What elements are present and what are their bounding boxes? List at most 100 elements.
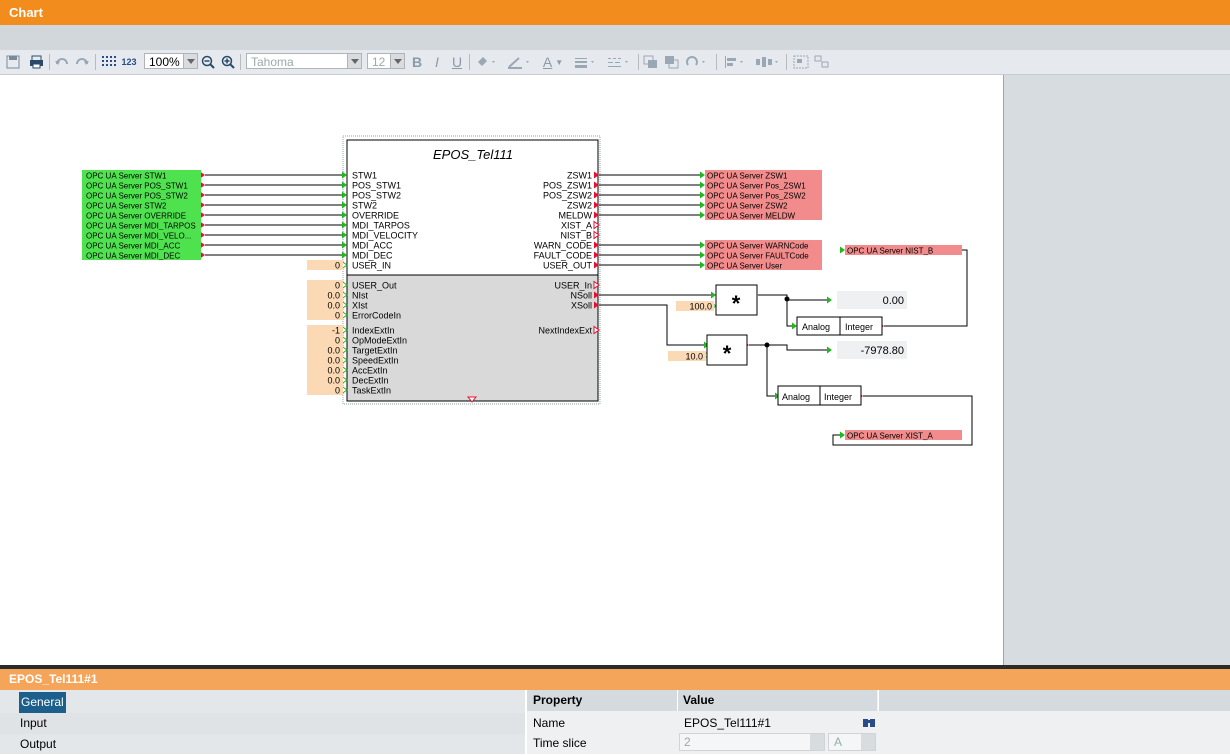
time-slice-unit-select[interactable]: A — [828, 733, 876, 751]
source-box[interactable] — [82, 170, 201, 180]
send-back-icon[interactable] — [663, 53, 681, 71]
bring-front-icon[interactable] — [642, 53, 660, 71]
nist-b-box[interactable] — [845, 245, 962, 255]
wire — [832, 395, 973, 446]
nav-item-input[interactable]: Input — [0, 713, 525, 734]
source-label: OPC UA Server POS_STW1 — [86, 182, 188, 191]
output-pin — [594, 291, 599, 299]
sink-box[interactable] — [705, 180, 822, 190]
ext-value-box[interactable] — [307, 345, 343, 355]
mult2-const-box[interactable] — [668, 351, 706, 361]
ungroup-icon[interactable] — [813, 53, 831, 71]
xist-a-box[interactable] — [845, 430, 962, 440]
source-box[interactable] — [82, 230, 201, 240]
font-color-label: A — [542, 54, 553, 70]
grid-icon[interactable] — [99, 53, 117, 71]
ext-value-box[interactable] — [307, 310, 343, 320]
zoom-out-icon[interactable] — [200, 53, 216, 71]
chevron-down-icon — [347, 54, 361, 68]
sink-box[interactable] — [705, 250, 822, 260]
source-box[interactable] — [82, 190, 201, 200]
ext-value-box[interactable] — [307, 335, 343, 345]
source-box[interactable] — [82, 240, 201, 250]
multiplier-symbol: * — [723, 341, 732, 366]
input-pin — [342, 221, 347, 229]
source-box[interactable] — [82, 180, 201, 190]
sink-box[interactable] — [705, 190, 822, 200]
block-ext-input-label: IndexExtIn — [352, 326, 395, 336]
property-name-value[interactable]: EPOS_Tel111#1 — [684, 716, 771, 730]
zoom-select[interactable]: 100% — [144, 53, 198, 69]
block-ext-input-label: NIst — [352, 291, 369, 301]
source-box[interactable] — [82, 200, 201, 210]
wire — [758, 294, 830, 301]
print-icon[interactable] — [28, 53, 46, 71]
source-box[interactable] — [82, 220, 201, 230]
zoom-in-icon[interactable] — [220, 53, 236, 71]
italic-button[interactable]: I — [435, 54, 439, 70]
nav-item-general[interactable]: General — [0, 692, 525, 713]
ext-input-value: 0.0 — [327, 346, 340, 356]
block-ext-output-label: NSoll — [570, 291, 592, 301]
multiplier-block[interactable] — [715, 284, 758, 316]
source-box[interactable] — [82, 210, 201, 220]
sink-box[interactable] — [705, 260, 822, 270]
sink-box[interactable] — [705, 200, 822, 210]
line-style-icon[interactable] — [605, 53, 633, 71]
splitter[interactable] — [0, 665, 1230, 669]
ext-value-box[interactable] — [307, 280, 343, 290]
mult1-const-box[interactable] — [676, 301, 714, 311]
font-family-select[interactable]: Tahoma — [246, 53, 362, 69]
nav-label: Output — [20, 737, 57, 751]
ext-value-box[interactable] — [307, 355, 343, 365]
line-color-icon[interactable] — [506, 53, 534, 71]
fill-color-icon[interactable] — [474, 53, 500, 71]
sink-label: OPC UA Server WARNCode — [707, 242, 809, 251]
line-width-icon[interactable] — [572, 53, 600, 71]
source-box[interactable] — [82, 250, 201, 260]
ext-value-box[interactable] — [307, 385, 343, 395]
multiplier-block[interactable] — [706, 334, 748, 366]
block-ext-output-label: USER_In — [554, 281, 592, 291]
ext-value-box[interactable] — [307, 290, 343, 300]
output-pin — [200, 221, 205, 229]
output-pin — [200, 231, 205, 239]
ext-value-box[interactable] — [307, 365, 343, 375]
block-input-label: OVERRIDE — [352, 211, 399, 221]
redo-icon[interactable] — [73, 53, 91, 71]
user-in-value-box[interactable] — [307, 260, 343, 270]
group-icon[interactable] — [792, 53, 810, 71]
output-pin — [593, 220, 600, 230]
font-color-icon[interactable]: A▼ — [542, 54, 564, 70]
epos-tel111-block[interactable]: EPOS_Tel111 — [342, 135, 601, 405]
underline-button[interactable]: U — [451, 54, 463, 70]
undo-icon[interactable] — [53, 53, 71, 71]
block-output-label: MELDW — [559, 211, 593, 221]
ext-input-value: 0 — [335, 311, 340, 321]
multiplier-symbol: * — [732, 291, 741, 316]
rotate-icon[interactable] — [684, 53, 712, 71]
find-icon[interactable] — [861, 714, 877, 732]
nav-item-output[interactable]: Output — [0, 734, 525, 755]
font-size-select[interactable]: 12 — [367, 53, 405, 69]
input-pin — [700, 241, 705, 249]
align-icon[interactable] — [722, 53, 750, 71]
ext-value-box[interactable] — [307, 375, 343, 385]
bold-button[interactable]: B — [411, 54, 423, 70]
time-slice-select[interactable]: 2 — [679, 733, 825, 751]
block-input-label: MDI_ACC — [352, 241, 393, 251]
sink-box[interactable] — [705, 170, 822, 180]
distribute-icon[interactable] — [754, 53, 782, 71]
ext-value-box[interactable] — [307, 325, 343, 335]
toolbar: 123 100% Tahoma 12 B I U A▼ — [0, 50, 1230, 75]
sink-box[interactable] — [705, 210, 822, 220]
numbering-button[interactable]: 123 — [121, 57, 137, 67]
sink-box[interactable] — [705, 240, 822, 250]
save-icon[interactable] — [5, 53, 21, 71]
input-pin — [342, 171, 347, 179]
chevron-down-icon — [183, 54, 197, 68]
ext-value-box[interactable] — [307, 300, 343, 310]
block-output-label: WARN_CODE — [534, 241, 592, 251]
